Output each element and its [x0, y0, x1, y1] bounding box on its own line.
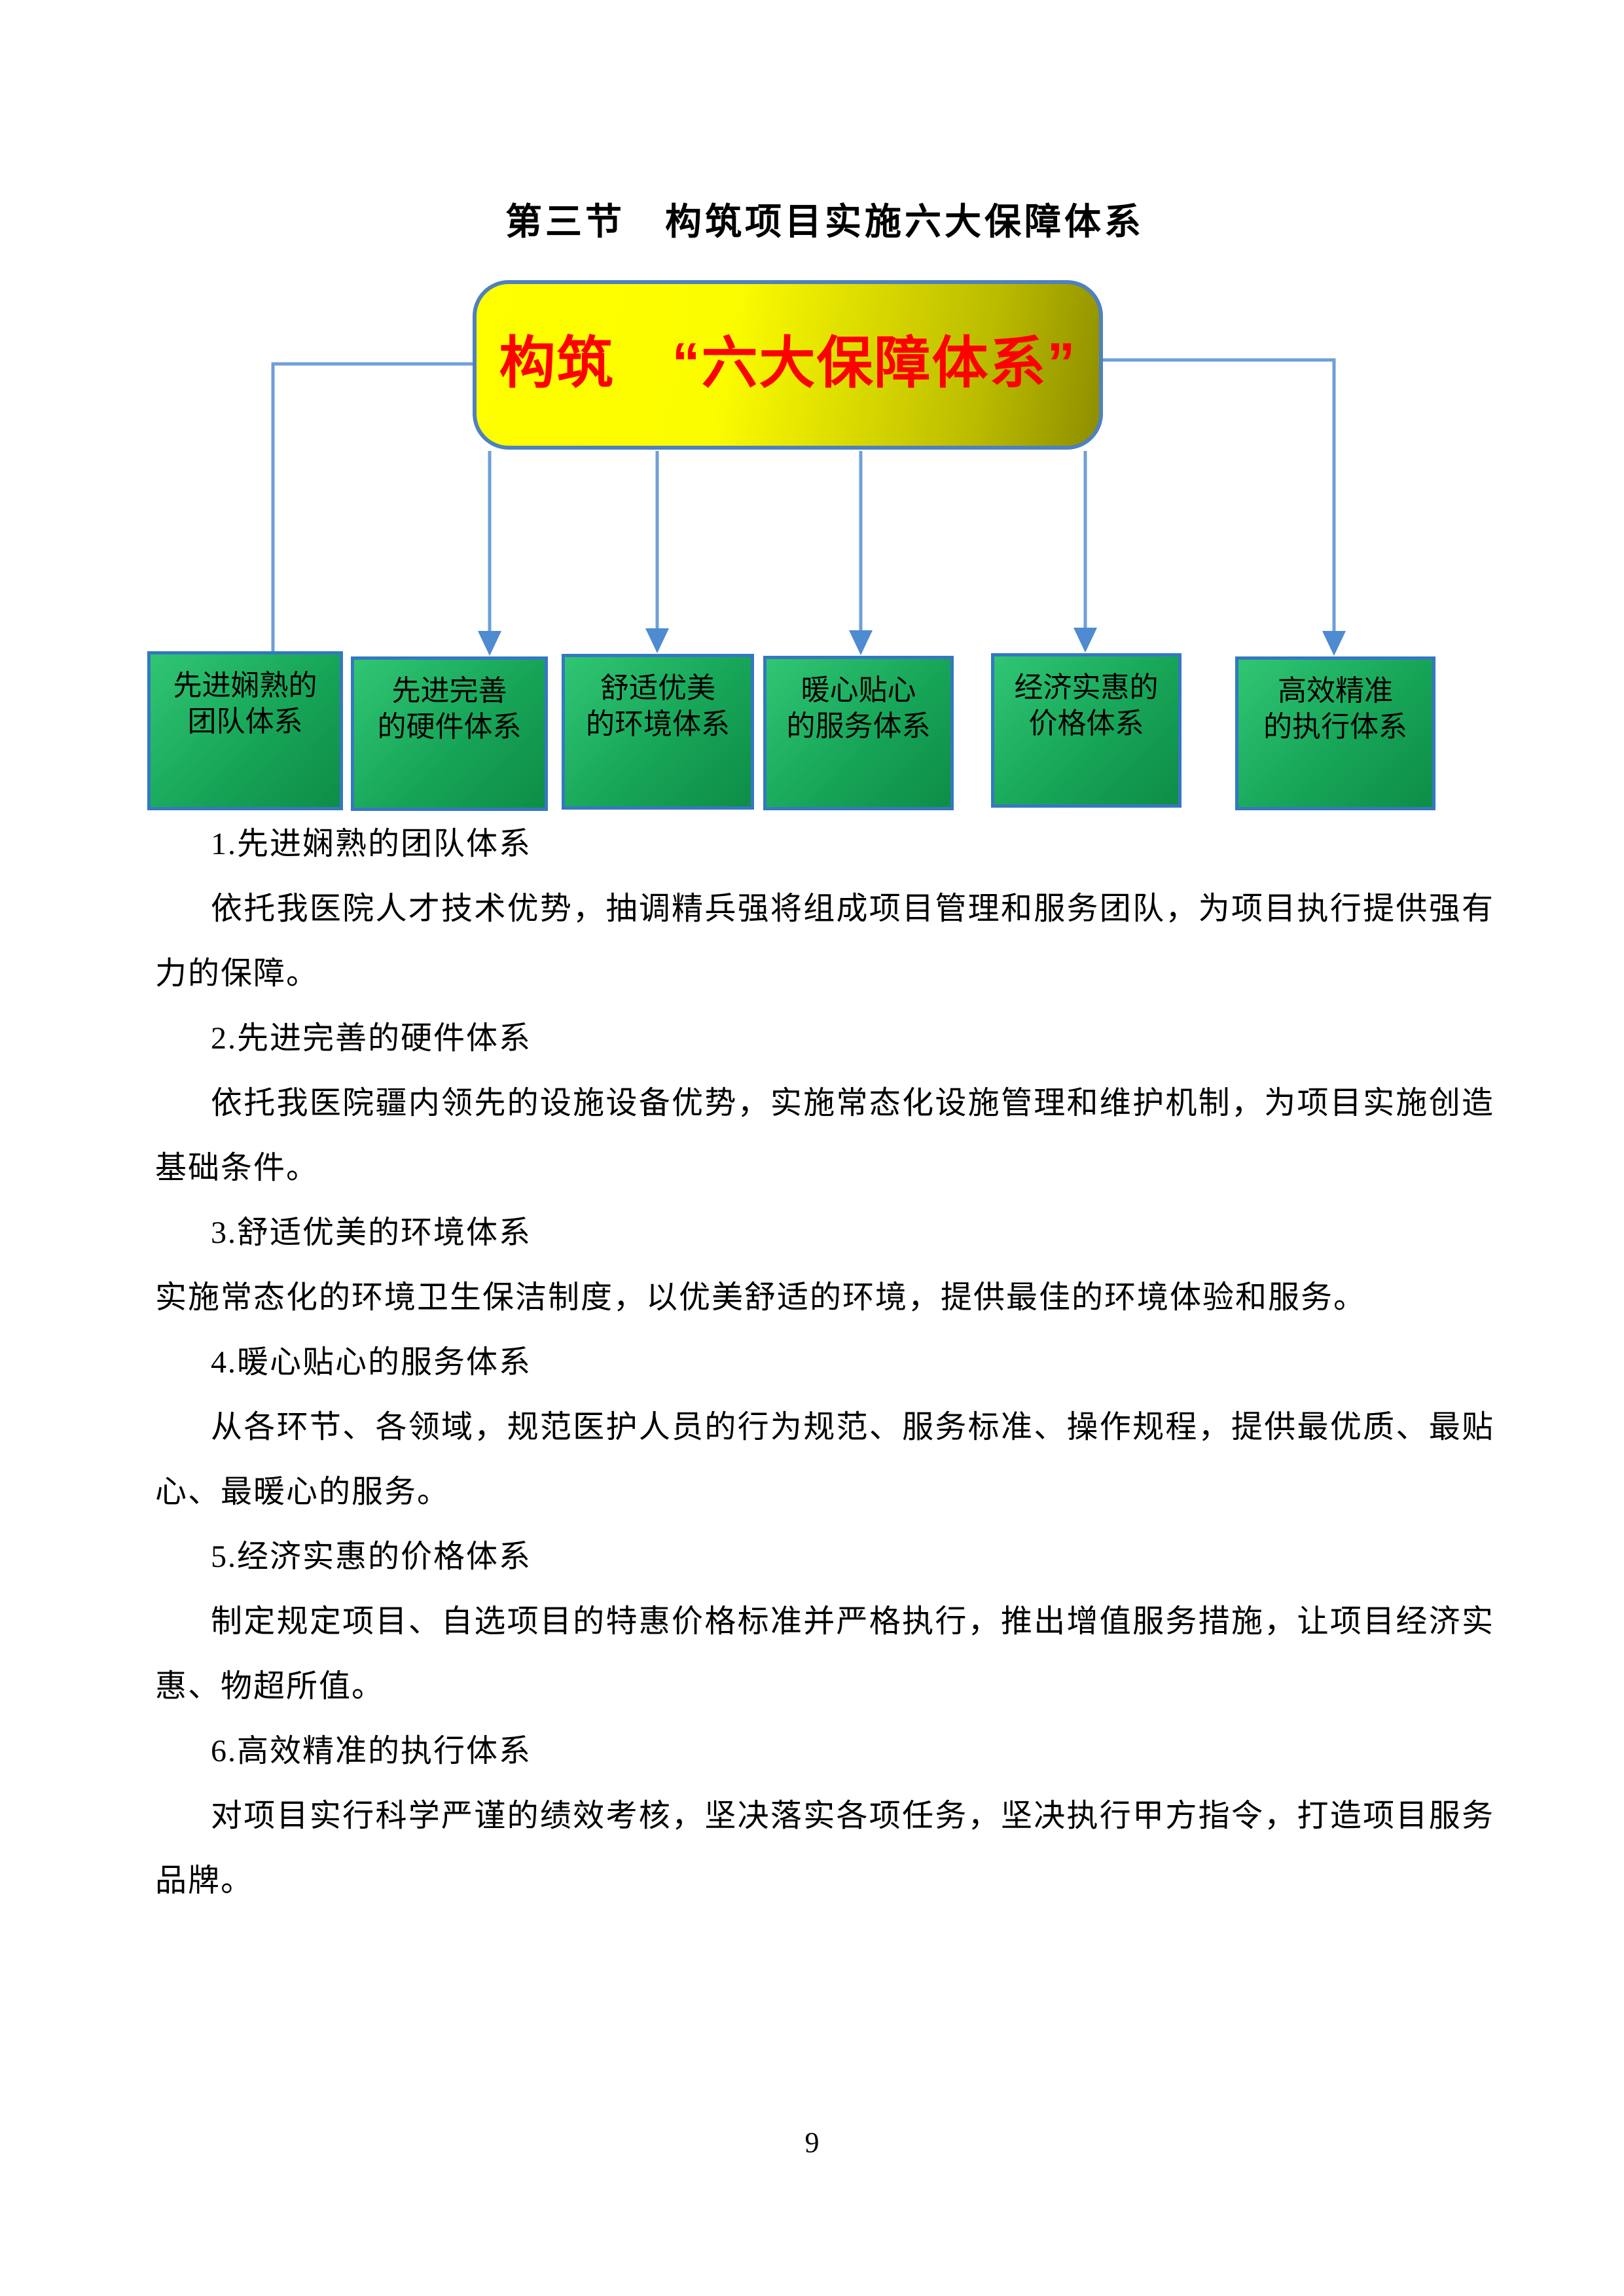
box-label-line1: 暖心贴心	[801, 674, 916, 706]
section-3-body: 实施常态化的环境卫生保洁制度，以优美舒适的环境，提供最佳的环境体验和服务。	[155, 1280, 1367, 1315]
body-text: 1.先进娴熟的团队体系 依托我医院人才技术优势，抽调精兵强将组成项目管理和服务团…	[155, 812, 1494, 1913]
box-label-line1: 高效精准	[1278, 675, 1393, 707]
arrowhead-down-icon	[849, 630, 873, 655]
diagram-box-hardware-system: 先进完善 的硬件体系	[351, 656, 548, 811]
section-4-body: 从各环节、各领域，规范医护人员的行为规范、服务标准、操作规程，提供最优质、最贴心…	[155, 1410, 1494, 1509]
box-label-line1: 经济实惠的	[1014, 672, 1159, 704]
section-1-body: 依托我医院人才技术优势，抽调精兵强将组成项目管理和服务团队，为项目执行提供强有力…	[155, 891, 1494, 991]
section-2-heading: 2.先进完善的硬件体系	[211, 1021, 532, 1056]
box-label-line2: 团队体系	[187, 706, 303, 738]
connector-elbow-left	[271, 362, 473, 652]
section-3-heading: 3.舒适优美的环境体系	[211, 1215, 532, 1250]
box-label-line2: 价格体系	[1028, 708, 1144, 740]
section-4-heading: 4.暖心贴心的服务体系	[211, 1345, 532, 1380]
section-1-heading: 1.先进娴熟的团队体系	[211, 827, 532, 861]
arrowhead-down-icon	[1322, 631, 1346, 656]
section-5-heading: 5.经济实惠的价格体系	[211, 1539, 532, 1574]
arrowhead-down-icon	[645, 628, 669, 653]
diagram-box-execution-system: 高效精准 的执行体系	[1235, 656, 1435, 810]
diagram-root-label: 构筑 “六大保障体系”	[499, 332, 1077, 395]
diagram-box-environment-system: 舒适优美 的环境体系	[562, 654, 754, 810]
section-5-body: 制定规定项目、自选项目的特惠价格标准并严格执行，推出增值服务措施，让项目经济实惠…	[155, 1604, 1494, 1704]
section-6-heading: 6.高效精准的执行体系	[211, 1734, 532, 1768]
box-label-line1: 舒适优美	[600, 672, 715, 704]
diagram-box-price-system: 经济实惠的 价格体系	[991, 653, 1182, 808]
diagram-root-box: 构筑 “六大保障体系”	[473, 280, 1103, 450]
arrowhead-down-icon	[478, 631, 501, 656]
page-title: 第三节 构筑项目实施六大保障体系	[505, 202, 1144, 243]
diagram-box-service-system: 暖心贴心 的服务体系	[763, 656, 954, 810]
page-number: 9	[804, 2126, 820, 2159]
box-label-line2: 的环境体系	[586, 708, 730, 740]
box-label-line1: 先进完善	[391, 675, 507, 707]
box-label-line2: 的硬件体系	[377, 711, 522, 743]
box-label-line2: 的服务体系	[786, 710, 931, 742]
section-6-body: 对项目实行科学严谨的绩效考核，坚决落实各项任务，坚决执行甲方指令，打造项目服务品…	[155, 1799, 1494, 1898]
box-label-line1: 先进娴熟的	[173, 670, 317, 702]
arrowhead-down-icon	[1074, 628, 1097, 653]
connector-elbow-right	[1103, 358, 1336, 632]
diagram-box-team-system: 先进娴熟的 团队体系	[147, 651, 343, 810]
box-label-line2: 的执行体系	[1263, 711, 1407, 743]
section-2-body: 依托我医院疆内领先的设施设备优势，实施常态化设施管理和维护机制，为项目实施创造基…	[155, 1086, 1494, 1185]
